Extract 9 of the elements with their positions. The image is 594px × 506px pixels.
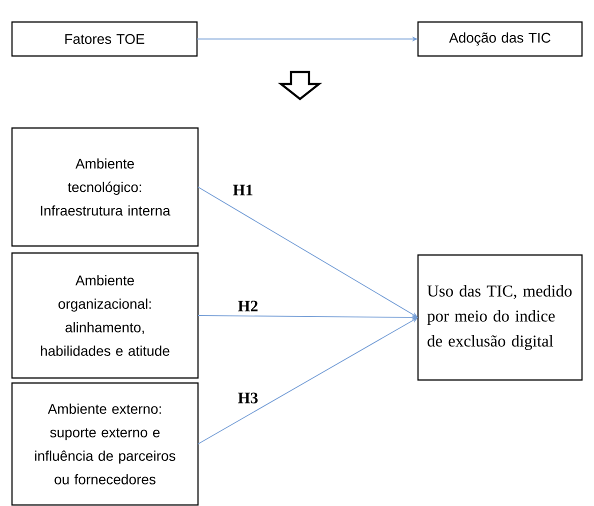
factor-box: Ambiente externo: suporte externo e influência de parceiros ou fornecedores [11, 382, 199, 506]
factor-box: Ambiente organizacional: alinhamento, habilidades e atitude [11, 252, 199, 379]
edge-label: H1 [232, 184, 254, 196]
concept-box: Fatores TOE [11, 21, 198, 57]
edge-label: H2 [236, 300, 260, 312]
edge-label: H3 [236, 392, 260, 404]
concept-box: Adoção das TIC [417, 21, 583, 57]
outcome-box: Uso das TIC, medido por meio do indice de exclusão digital [417, 254, 583, 381]
factor-box: Ambiente tecnológico: Infraestrutura interna [11, 127, 199, 247]
